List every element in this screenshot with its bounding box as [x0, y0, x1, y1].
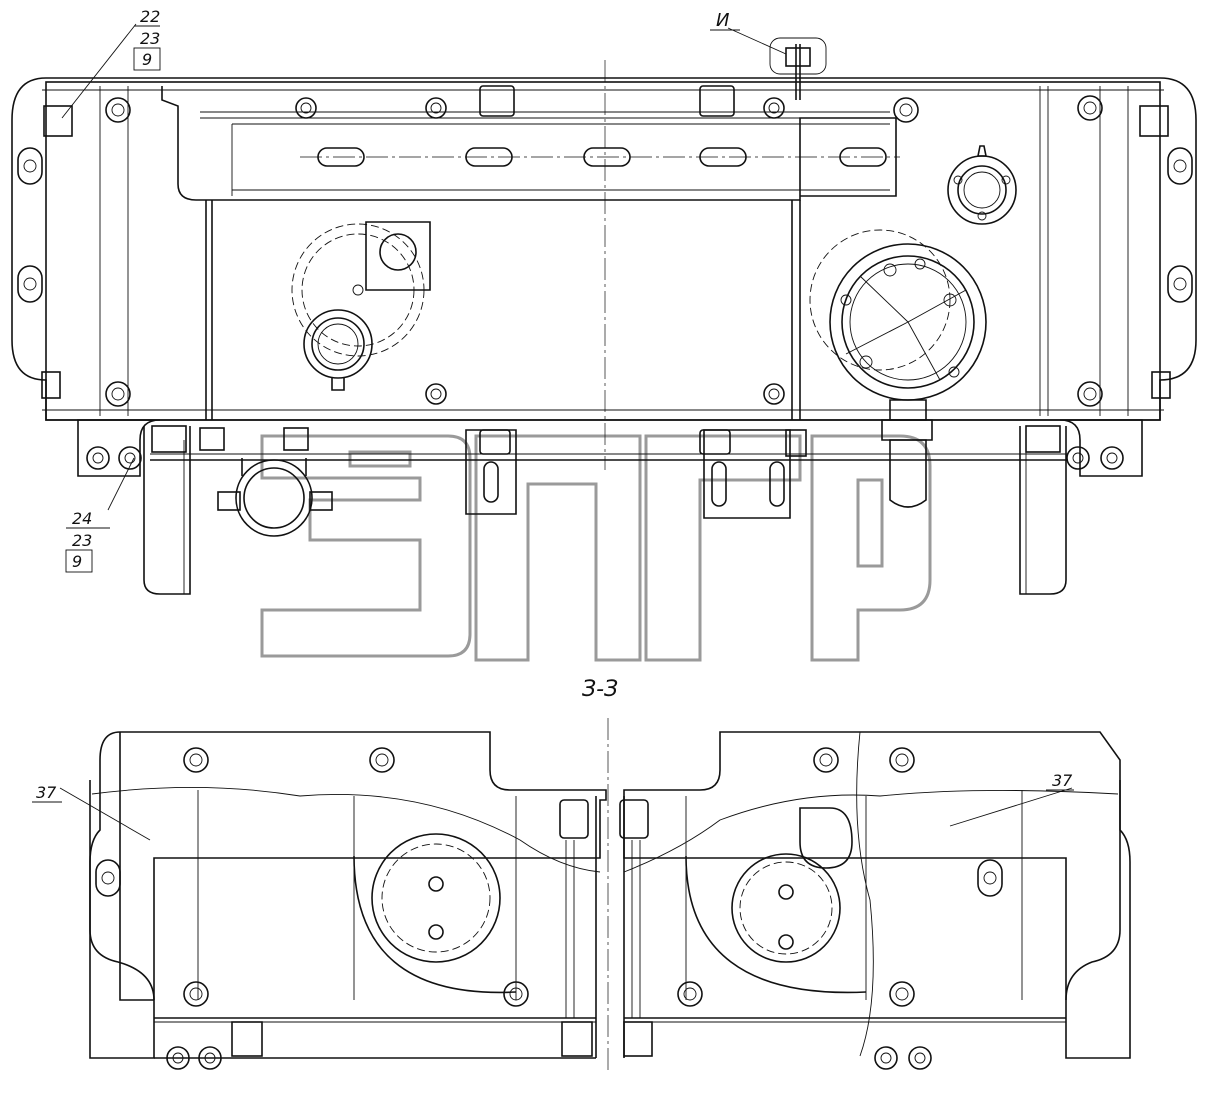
leader-detail-i	[727, 27, 787, 55]
slot-row	[300, 147, 900, 167]
detail-label: И	[716, 10, 729, 31]
mounting-brackets	[77, 419, 1143, 595]
callout-upper: 22 23 9	[133, 7, 161, 71]
hanger-plates	[465, 429, 807, 519]
callout-lower: 24 23 9	[65, 509, 110, 573]
leader-lower	[107, 457, 135, 511]
callout-upper-2: 23	[140, 29, 160, 48]
leader-37-left	[59, 787, 151, 841]
side-mount-slots	[17, 105, 1193, 399]
pipe-clamp	[199, 427, 333, 537]
callout-lower-2: 23	[72, 531, 92, 550]
detail-i-vent	[769, 37, 827, 100]
watermark-logo	[260, 434, 932, 662]
section-label: З-З	[582, 677, 618, 702]
section-view	[59, 718, 1131, 1070]
callout-upper-1: 22	[140, 7, 160, 26]
callout-lower-1: 24	[72, 509, 92, 528]
filler-neck-assembly	[291, 221, 431, 391]
callout-upper-3: 9	[142, 50, 152, 69]
leader-37-right	[949, 787, 1073, 827]
top-view	[11, 23, 1197, 595]
part-label-left: 37	[36, 783, 57, 802]
leader-upper	[61, 23, 137, 119]
callout-lower-3: 9	[72, 552, 82, 571]
section-bolts-right	[677, 747, 1003, 1070]
part-label-right: 37	[1052, 771, 1073, 790]
level-sensor-assembly	[809, 145, 1017, 508]
bolt-heads-bottom	[105, 381, 1103, 407]
bolt-heads-top	[105, 95, 1103, 123]
section-bolts-left	[95, 747, 529, 1070]
